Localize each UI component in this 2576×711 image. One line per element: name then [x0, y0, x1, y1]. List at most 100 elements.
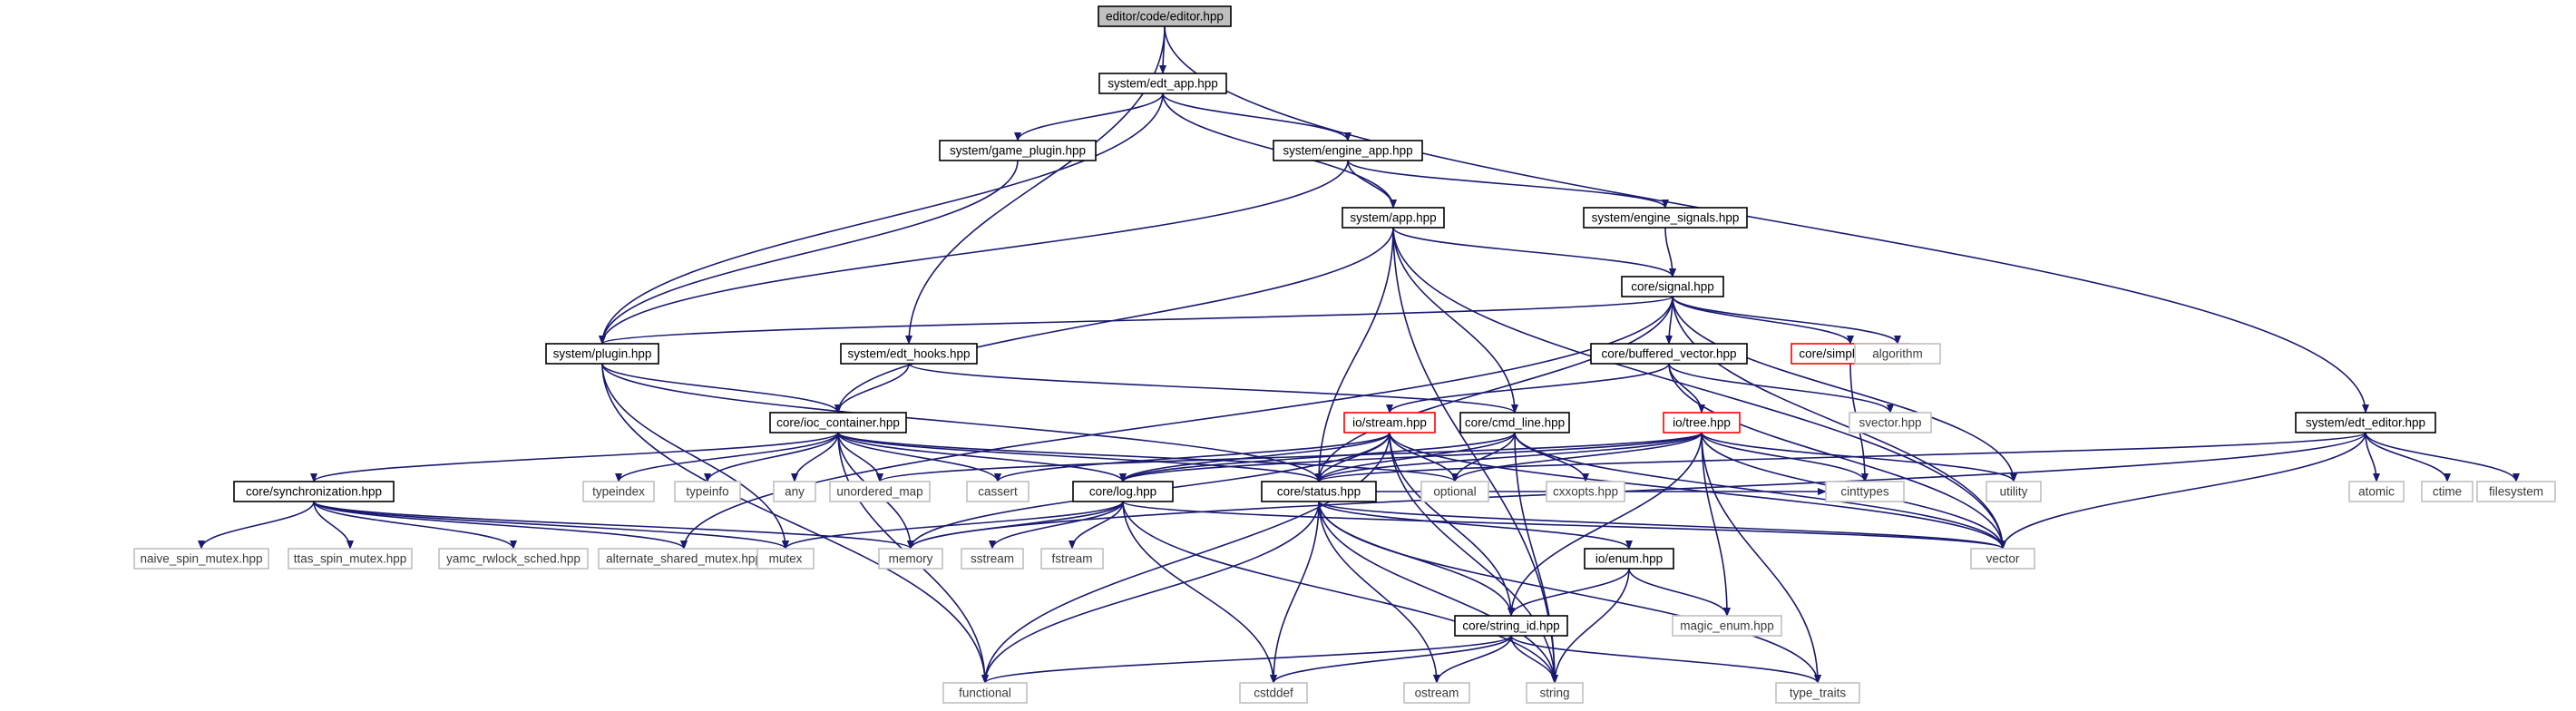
node-label-game_plugin: system/game_plugin.hpp	[950, 144, 1086, 158]
node-box-naive_spin	[133, 548, 269, 570]
node-game_plugin[interactable]: system/game_plugin.hpp	[939, 140, 1097, 161]
node-plugin[interactable]: system/plugin.hpp	[545, 343, 659, 365]
edge-stream-to-functional	[981, 432, 1390, 684]
edge-log-to-fstream	[1068, 501, 1124, 550]
node-ioc_container[interactable]: core/ioc_container.hpp	[769, 412, 907, 433]
node-log[interactable]: core/log.hpp	[1072, 481, 1174, 502]
edge-plugin-to-mutex	[601, 363, 789, 550]
edge-tree-to-status	[1315, 432, 1703, 482]
edge-status-to-vector	[1318, 501, 2006, 550]
node-optional: optional	[1420, 481, 1489, 502]
node-label-engine_signals: system/engine_signals.hpp	[1592, 211, 1740, 225]
node-label-cassert: cassert	[978, 485, 1018, 499]
node-label-editor: editor/code/editor.hpp	[1106, 10, 1224, 24]
node-edt_hooks[interactable]: system/edt_hooks.hpp	[840, 343, 978, 365]
edge-edt_app-to-plugin	[599, 93, 1164, 345]
edge-status-to-string	[1318, 501, 1558, 684]
node-yamc_rwlock: yamc_rwlock_sched.hpp	[438, 548, 589, 570]
edge-tree-to-unordered_map	[876, 432, 1703, 482]
edge-synchronization-to-ttas_spin	[313, 501, 354, 550]
node-label-signal: core/signal.hpp	[1631, 280, 1714, 294]
node-buffered_vector[interactable]: core/buffered_vector.hpp	[1590, 343, 1748, 365]
node-box-typeinfo	[674, 481, 741, 502]
node-string: string	[1526, 682, 1584, 704]
node-label-ctime: ctime	[2433, 485, 2462, 499]
node-app[interactable]: system/app.hpp	[1342, 207, 1445, 229]
node-cmd_line[interactable]: core/cmd_line.hpp	[1459, 412, 1570, 433]
node-label-magic_enum: magic_enum.hpp	[1680, 619, 1774, 633]
edge-stream-to-string	[1389, 432, 1558, 684]
edge-app-to-signal	[1392, 227, 1676, 278]
node-box-edt_hooks	[840, 343, 978, 365]
node-box-string_id	[1454, 615, 1568, 637]
edge-string_id-to-ostream	[1433, 635, 1512, 684]
node-label-type_traits: type_traits	[1790, 687, 1847, 700]
node-synchronization[interactable]: core/synchronization.hpp	[233, 481, 395, 502]
node-ostream: ostream	[1403, 682, 1470, 704]
node-editor[interactable]: editor/code/editor.hpp	[1098, 5, 1232, 27]
node-ctime: ctime	[2421, 481, 2474, 502]
edge-stream-to-string_id	[1389, 432, 1515, 617]
node-label-typeinfo: typeinfo	[686, 485, 728, 499]
edge-string_id-to-string	[1510, 635, 1558, 684]
node-label-plugin: system/plugin.hpp	[553, 347, 652, 361]
node-box-unordered_map	[829, 481, 931, 502]
edge-engine_app-to-plugin	[599, 160, 1349, 345]
edge-engine_app-to-app	[1347, 160, 1397, 209]
node-label-utility: utility	[2000, 485, 2028, 499]
edge-tree-to-log	[1119, 432, 1703, 482]
node-label-status: core/status.hpp	[1277, 485, 1361, 499]
edge-ioc_container-to-typeindex	[615, 432, 839, 482]
node-box-buffered_vector	[1590, 343, 1748, 365]
edge-enum-to-magic_enum	[1628, 568, 1731, 617]
node-string_id[interactable]: core/string_id.hpp	[1454, 615, 1568, 637]
edge-ioc_container-to-status	[837, 432, 1322, 482]
edge-edt_app-to-engine_app	[1162, 93, 1351, 141]
edge-ioc_container-to-optional	[837, 432, 1459, 482]
node-box-game_plugin	[939, 140, 1097, 161]
node-label-edt_hooks: system/edt_hooks.hpp	[847, 347, 970, 361]
node-label-synchronization: core/synchronization.hpp	[246, 485, 382, 499]
edge-signal-to-vector	[1672, 296, 2006, 550]
edge-tree-to-string_id	[1508, 432, 1703, 617]
node-status[interactable]: core/status.hpp	[1261, 481, 1377, 502]
node-edt_editor[interactable]: system/edt_editor.hpp	[2295, 412, 2436, 433]
edge-buffered_vector-to-stream	[1386, 363, 1670, 414]
node-tree[interactable]: io/tree.hpp	[1663, 412, 1741, 433]
node-box-tree	[1663, 412, 1741, 433]
node-engine_app[interactable]: system/engine_app.hpp	[1273, 140, 1423, 161]
node-vector: vector	[1970, 548, 2035, 570]
node-utility: utility	[1986, 481, 2042, 502]
node-enum[interactable]: io/enum.hpp	[1584, 548, 1674, 570]
node-box-yamc_rwlock	[438, 548, 589, 570]
node-label-cmd_line: core/cmd_line.hpp	[1465, 416, 1565, 430]
node-box-algorithm	[1854, 343, 1941, 365]
edge-app-to-cmd_line	[1392, 227, 1518, 414]
edge-ioc_container-to-log	[837, 432, 1127, 482]
node-cstddef: cstddef	[1239, 682, 1308, 704]
edge-synchronization-to-alt_shared	[313, 501, 688, 550]
node-label-naive_spin: naive_spin_mutex.hpp	[140, 552, 262, 566]
node-box-cstddef	[1239, 682, 1308, 704]
edge-synchronization-to-mutex	[313, 501, 789, 550]
node-label-string_id: core/string_id.hpp	[1462, 619, 1559, 633]
node-label-filesystem: filesystem	[2489, 485, 2543, 499]
edge-edt_editor-to-filesystem	[2365, 432, 2520, 482]
node-engine_signals[interactable]: system/engine_signals.hpp	[1583, 207, 1748, 229]
node-label-atomic: atomic	[2358, 485, 2395, 499]
node-label-ostream: ostream	[1415, 687, 1459, 700]
node-label-unordered_map: unordered_map	[836, 485, 922, 499]
node-edt_app[interactable]: system/edt_app.hpp	[1098, 73, 1227, 94]
node-ttas_spin: ttas_spin_mutex.hpp	[288, 548, 413, 570]
node-label-edt_app: system/edt_app.hpp	[1107, 77, 1218, 91]
node-algorithm: algorithm	[1854, 343, 1941, 365]
edge-app-to-vector	[1392, 227, 2006, 550]
node-label-typeindex: typeindex	[592, 485, 645, 499]
node-signal[interactable]: core/signal.hpp	[1621, 276, 1724, 297]
node-stream[interactable]: io/stream.hpp	[1343, 412, 1436, 433]
node-box-ostream	[1403, 682, 1470, 704]
node-label-buffered_vector: core/buffered_vector.hpp	[1601, 347, 1736, 361]
edge-buffered_vector-to-svector	[1668, 363, 1894, 414]
edge-cmd_line-to-log	[1119, 432, 1516, 482]
